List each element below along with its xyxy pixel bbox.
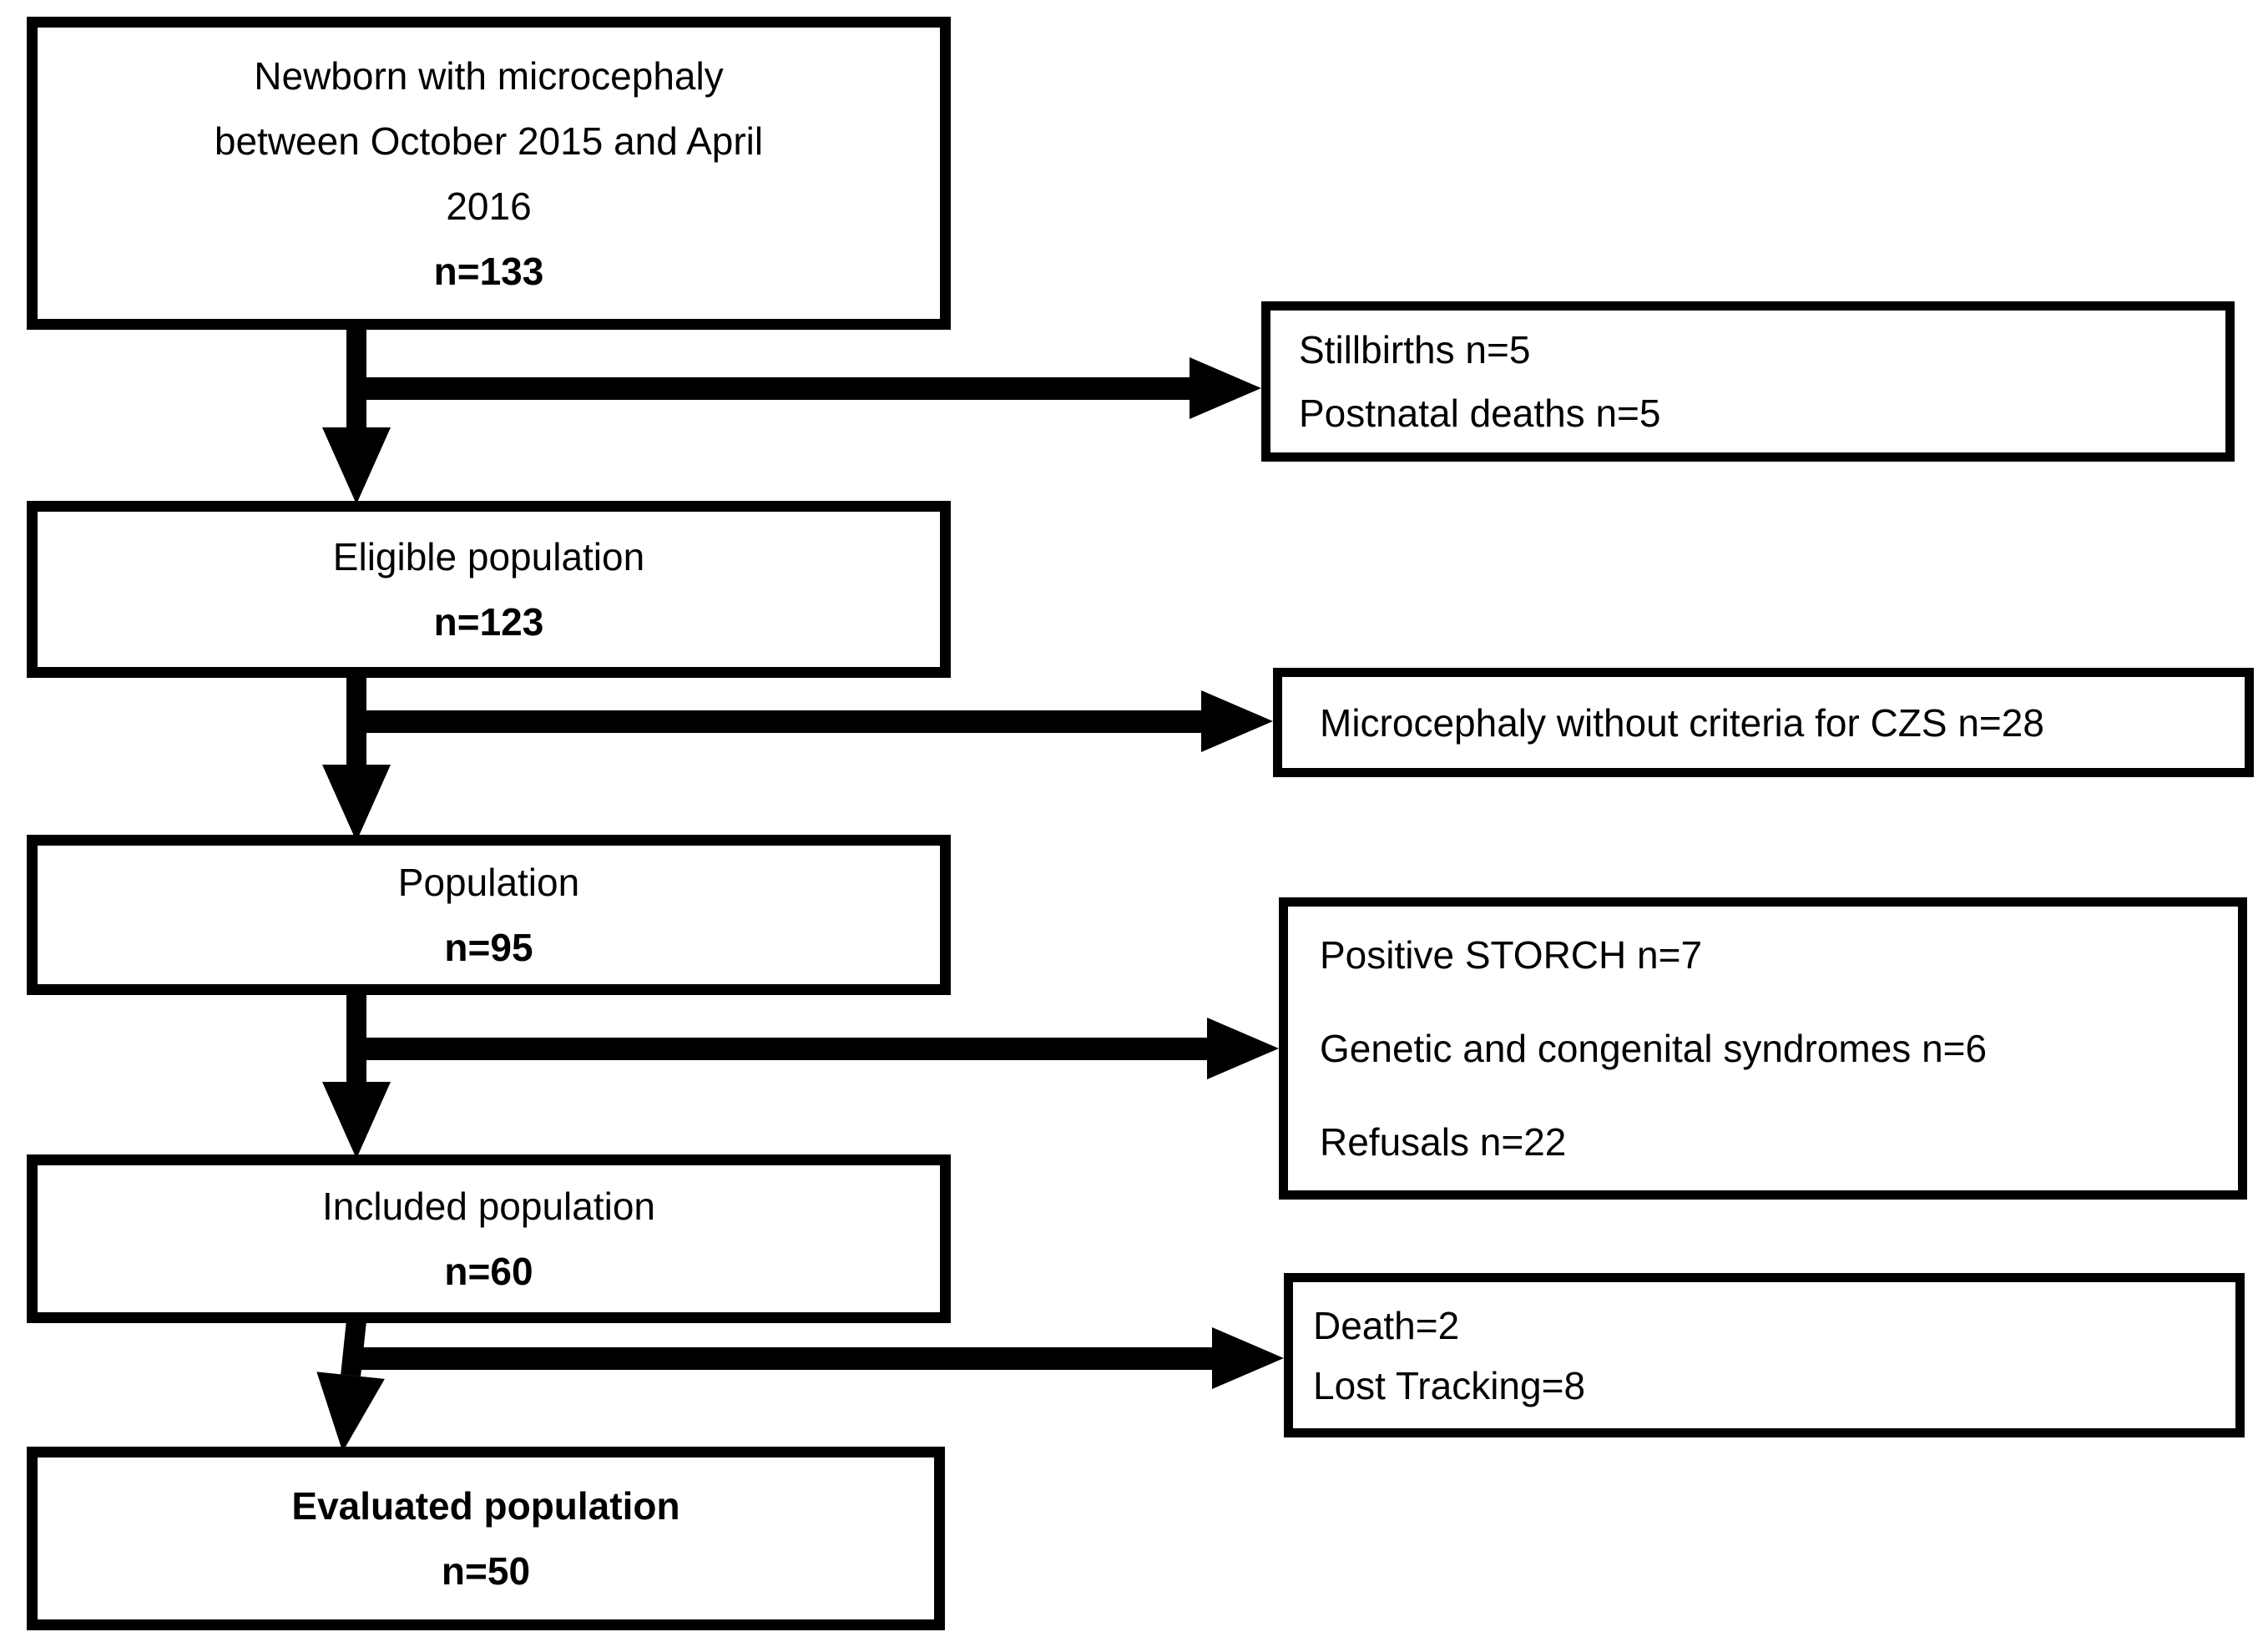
box-population-title: Population (397, 861, 580, 904)
box-stillbirths-deaths: Stillbirths n=5 Postnatal deaths n=5 (1261, 301, 2235, 462)
box-eligible-population: Eligible population n=123 (27, 501, 951, 678)
arrow-stem (356, 710, 1201, 733)
box-included-count: n=60 (444, 1250, 533, 1293)
arrow-stem (346, 992, 366, 1082)
arrow-right-to-losses (356, 1327, 1284, 1389)
box-losses-line-1: Death=2 (1313, 1303, 1460, 1347)
box-other-exclusions: Positive STORCH n=7 Genetic and congenit… (1279, 897, 2247, 1200)
box-losses: Death=2 Lost Tracking=8 (1284, 1273, 2245, 1437)
box-newborn-line-1: Newborn with microcephaly (254, 53, 724, 98)
box-other-exclusions-line-1: Positive STORCH n=7 (1320, 933, 1703, 977)
arrow-stem (356, 376, 1190, 400)
box-other-exclusions-line-3: Refusals n=22 (1320, 1120, 1567, 1164)
arrow-right-to-stillbirths (356, 357, 1261, 419)
arrow-head-down-icon (322, 1082, 391, 1159)
box-eligible-count: n=123 (433, 600, 544, 644)
box-eligible-title: Eligible population (332, 535, 645, 578)
box-other-exclusions-line-2: Genetic and congenital syndromes n=6 (1320, 1027, 1988, 1070)
arrow-stem (356, 1346, 1212, 1370)
box-stillbirths-line-2: Postnatal deaths n=5 (1299, 392, 1661, 435)
arrow-head-right-icon (1201, 690, 1273, 752)
arrow-head-down-icon (322, 765, 391, 841)
box-newborn-line-2: between October 2015 and April (214, 119, 764, 163)
box-population-count: n=95 (444, 926, 533, 969)
arrow-head-right-icon (1207, 1018, 1279, 1079)
arrow-down-population-to-included (322, 992, 391, 1159)
arrow-right-to-no-czs-criteria (356, 690, 1273, 752)
arrow-head-right-icon (1190, 357, 1261, 419)
box-included-title: Included population (322, 1185, 655, 1228)
box-evaluated-title: Evaluated population (291, 1484, 680, 1528)
box-newborn-line-3: 2016 (446, 184, 532, 228)
arrow-head-down-icon (322, 427, 391, 504)
arrow-down-newborn-to-eligible (322, 327, 391, 504)
arrow-stem (356, 1037, 1207, 1060)
box-newborn-count: n=133 (433, 249, 544, 293)
box-newborn: Newborn with microcephaly between Octobe… (27, 17, 951, 330)
box-stillbirths-line-1: Stillbirths n=5 (1299, 328, 1531, 371)
box-losses-line-2: Lost Tracking=8 (1313, 1363, 1586, 1407)
box-evaluated-count: n=50 (441, 1549, 531, 1593)
box-no-czs-criteria-line: Microcephaly without criteria for CZS n=… (1320, 700, 2044, 745)
arrow-right-to-other-exclusions (356, 1018, 1279, 1079)
box-evaluated-population: Evaluated population n=50 (27, 1447, 945, 1630)
box-no-czs-criteria: Microcephaly without criteria for CZS n=… (1273, 668, 2254, 777)
box-population: Population n=95 (27, 835, 951, 995)
box-included-population: Included population n=60 (27, 1154, 951, 1323)
arrow-head-right-icon (1212, 1327, 1284, 1389)
